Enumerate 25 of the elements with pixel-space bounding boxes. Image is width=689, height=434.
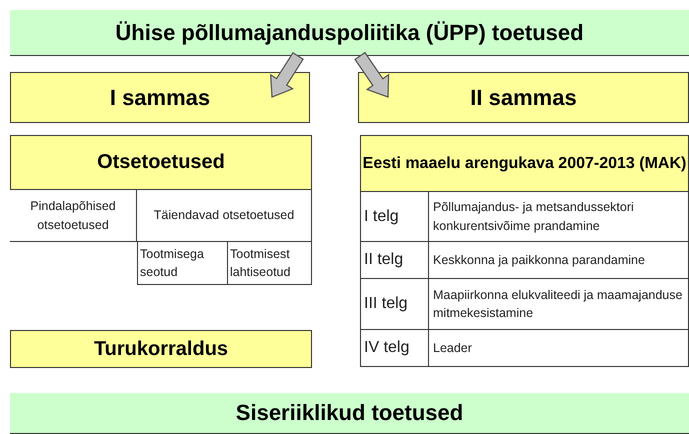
table-row — [360, 242, 689, 279]
row-label: IV telg — [361, 330, 429, 366]
table-row — [360, 192, 689, 242]
table-cell: Täiendavad otsetoetused — [137, 190, 312, 242]
row-text: Põllumajandus- ja metsandussektori konkurentsivõime prandamine — [432, 199, 635, 235]
table-cell: Tootmisest lahtiseotud — [228, 242, 312, 285]
row-text: Leader — [432, 340, 472, 357]
section-header: Otsetoetused — [10, 135, 312, 190]
block-arrow — [354, 52, 390, 98]
section-header: Turukorraldus — [10, 330, 312, 368]
block-arrow — [270, 52, 304, 98]
row-label: II telg — [361, 242, 429, 278]
row-label: III telg — [361, 279, 429, 329]
table-cell: Pindalapõhised otsetoetused — [10, 190, 137, 242]
pillar-box: I sammas — [10, 72, 310, 123]
section-header: Eesti maaelu arengukava 2007-2013 (MAK) — [360, 135, 689, 192]
table-cell: Tootmisega seotud — [137, 242, 228, 285]
header-band: Ühise põllumajanduspoliitika (ÜPP) toetused — [10, 10, 689, 56]
row-text: Keskkonna ja paikkonna parandamine — [432, 252, 645, 269]
row-text: Maapiirkonna elukvaliteedi ja maamajanduse mitmekesistamine — [432, 286, 684, 322]
table-row — [360, 279, 689, 330]
table-row — [360, 330, 689, 367]
row-label: I telg — [361, 192, 429, 241]
pillar-box: II sammas — [358, 72, 689, 123]
footer-band: Siseriiklikud toetused — [10, 393, 689, 434]
